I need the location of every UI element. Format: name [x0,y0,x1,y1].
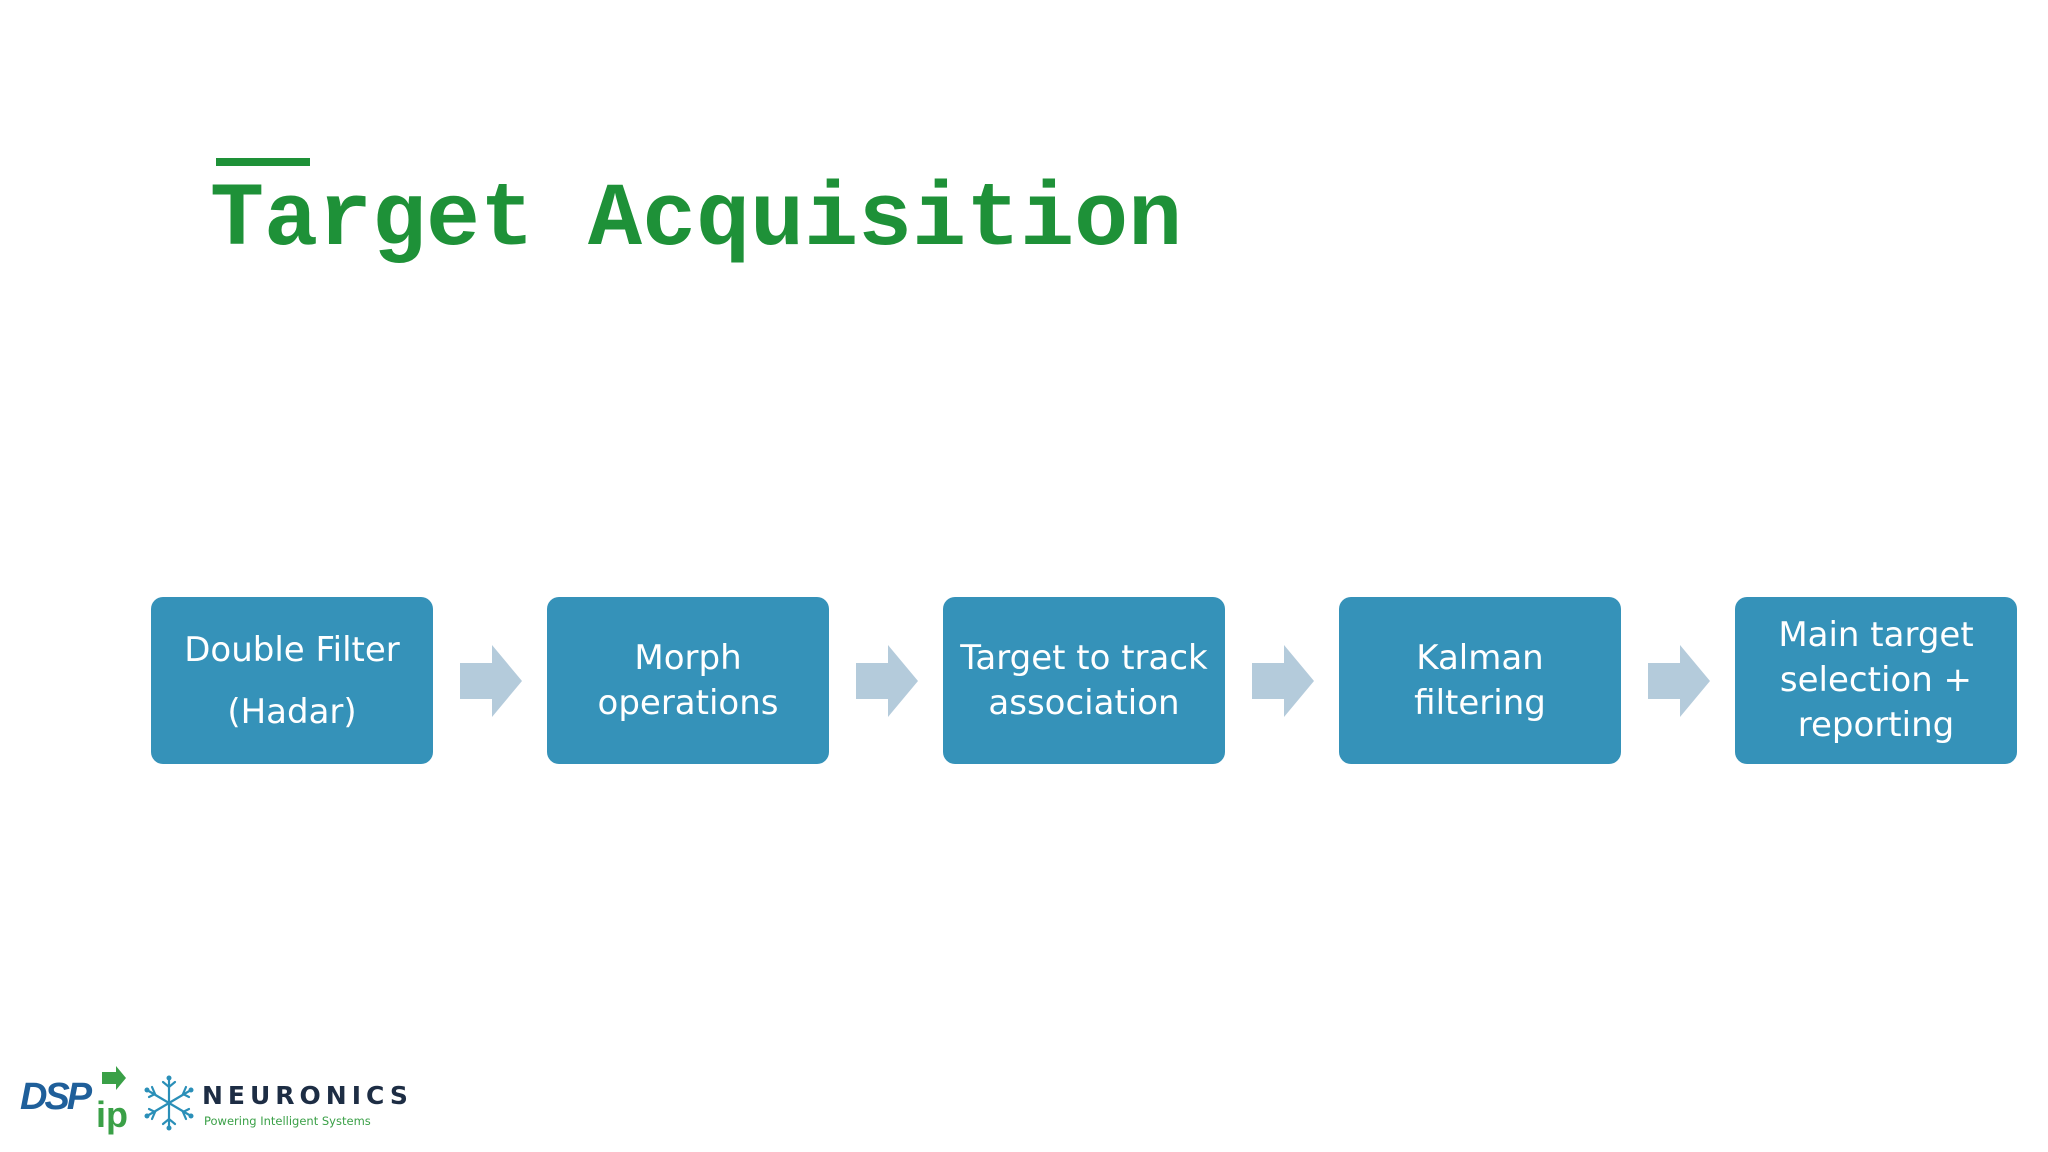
arrow-right-icon [1252,645,1314,717]
step-kalman-filtering: Kalman filtering [1339,597,1621,764]
step-label: Main target selection + reporting [1778,615,1974,745]
step-morph-operations: Morph operations [547,597,829,764]
page-title: Target Acquisition [210,170,1183,272]
step-label: Target to track association [960,637,1208,723]
dsp-logo-suffix: ip [96,1094,128,1135]
title-accent-bar [216,158,310,166]
neuronics-logo-tagline: Powering Intelligent Systems [204,1114,371,1128]
step-label: Kalman filtering [1414,637,1546,723]
arrow-right-icon [1648,645,1710,717]
dsp-arrow-icon [102,1066,126,1090]
step-target-track-association: Target to track association [943,597,1225,764]
step-label: Double Filter (Hadar) [184,629,400,732]
step-double-filter: Double Filter (Hadar) [151,597,433,764]
snowflake-network-icon [144,1075,194,1131]
step-main-target-selection: Main target selection + reporting [1735,597,2017,764]
step-label: Morph operations [597,637,779,723]
arrow-right-icon [460,645,522,717]
dsp-ip-logo: DSP ip [20,1066,130,1136]
arrow-right-icon [856,645,918,717]
dsp-logo-text: DSP [20,1076,92,1118]
neuronics-logo-name: NEURONICS [202,1081,413,1110]
